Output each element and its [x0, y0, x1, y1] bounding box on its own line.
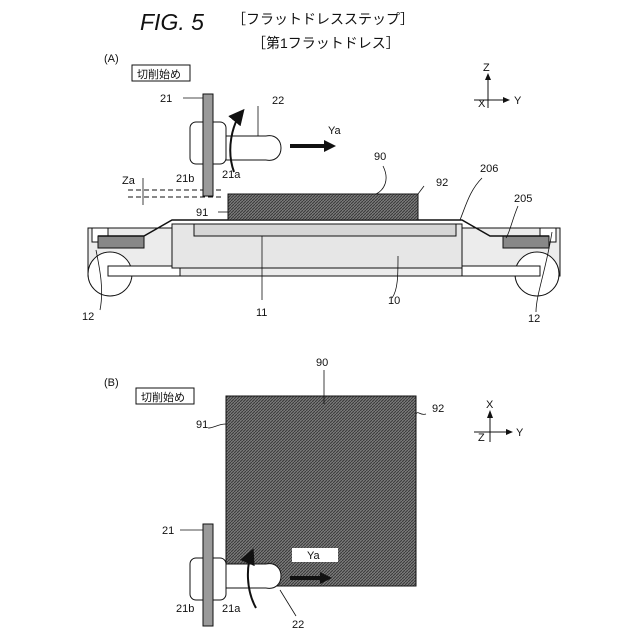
workpiece-90 [228, 194, 418, 220]
ref-91: 91 [196, 207, 208, 219]
step-title: ［フラットドレスステップ］ [232, 11, 414, 27]
axis-a-x: X [478, 98, 486, 110]
ref-91-b: 91 [196, 419, 208, 431]
axis-b-x: X [486, 399, 494, 411]
ref-21a: 21a [222, 169, 241, 181]
ref-10: 10 [388, 295, 400, 307]
ref-21a-b: 21a [222, 603, 241, 615]
ref-22: 22 [272, 95, 284, 107]
sub-title: ［第1フラットドレス］ [252, 35, 400, 51]
clamp-right [503, 236, 549, 248]
panel-b-label: (B) [104, 377, 119, 389]
ref-21b-b: 21b [176, 603, 194, 615]
ref-90-b: 90 [316, 357, 328, 369]
figure-label: FIG. 5 [140, 9, 204, 35]
start-label: 切削始め [137, 67, 181, 81]
start-label-b: 切削始め [141, 390, 185, 404]
ref-21b: 21b [176, 173, 194, 185]
table-11 [194, 224, 456, 236]
ref-21-b: 21 [162, 525, 174, 537]
ref-12-left: 12 [82, 311, 94, 323]
panel-a: (A) 切削始め Z X Y [82, 53, 560, 325]
axis-b-z: Z [478, 432, 485, 444]
ref-11: 11 [256, 307, 267, 319]
ref-12-right: 12 [528, 313, 540, 325]
ref-92-b: 92 [432, 403, 444, 415]
axis-b-y: Y [516, 427, 524, 439]
ref-za: Za [122, 175, 136, 187]
ref-ya: Ya [328, 125, 342, 137]
ref-21: 21 [160, 93, 172, 105]
blade-assembly-a [190, 94, 336, 196]
axis-a-z: Z [483, 62, 490, 74]
blade-21-b [203, 524, 213, 626]
ref-92: 92 [436, 177, 448, 189]
ref-ya-b: Ya [307, 550, 321, 562]
panel-b: (B) 切削始め X Z Y Ya [104, 357, 524, 631]
ref-206: 206 [480, 163, 498, 175]
axis-a-y: Y [514, 95, 522, 107]
ref-90: 90 [374, 151, 386, 163]
clamp-left [98, 236, 144, 248]
ref-22-b: 22 [292, 619, 304, 631]
spindle-shaft [226, 136, 270, 160]
panel-a-label: (A) [104, 53, 119, 65]
ref-205: 205 [514, 193, 532, 205]
blade-21 [203, 94, 213, 196]
